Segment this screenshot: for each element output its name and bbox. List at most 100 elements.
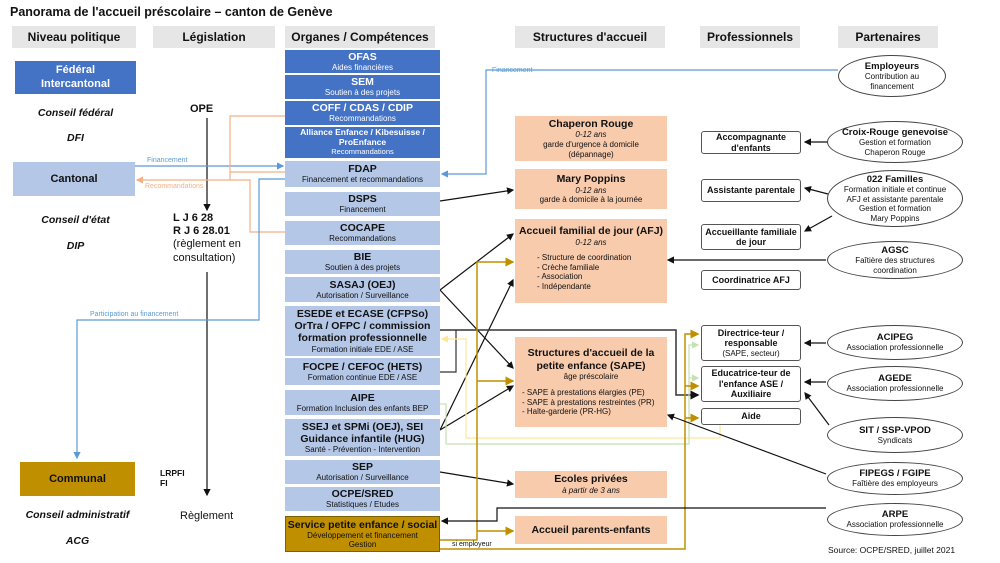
structure-sape: Structures d'accueil de la petite enfanc…	[515, 337, 667, 427]
partner-name: AGSC	[881, 244, 909, 256]
partner-name: ARPE	[881, 509, 909, 520]
structure-desc: garde à domicile à la journée	[539, 195, 643, 205]
federal-body-1: Conseil fédéral	[37, 107, 114, 119]
partner-022-familles: 022 Familles Formation initiale et conti…	[827, 170, 963, 227]
column-header-niveau: Niveau politique	[12, 26, 136, 48]
professional-name: Directrice-teur / responsable	[717, 328, 785, 349]
partner-arpe: ARPE Association professionnelle	[827, 503, 963, 536]
partner-desc: Contribution au	[864, 72, 920, 82]
structure-chaperon-rouge: Chaperon Rouge 0-12 ans garde d'urgence …	[515, 116, 667, 161]
organ-desc: Santé - Prévention - Intervention	[304, 444, 421, 454]
law-fi: FI	[160, 478, 168, 489]
structure-age: 0-12 ans	[575, 185, 607, 195]
law-lj: L J 6 28	[173, 212, 214, 224]
structure-sape-list: - SAPE à prestations élargies (PE) - SAP…	[515, 388, 667, 417]
label-financement-employeurs: Financement	[492, 67, 533, 74]
partner-desc: Mary Poppins	[870, 213, 920, 223]
level-federal-label: Fédéral Intercantonal	[40, 64, 111, 90]
law-rj: R J 6 28.01	[173, 225, 230, 238]
structure-name: Accueil familial de jour (AFJ)	[518, 225, 664, 237]
professional-aide: Aide	[701, 408, 801, 425]
list-item: - SAPE à prestations élargies (PE)	[522, 388, 645, 397]
organ-desc: Financement et recommandations	[302, 175, 423, 185]
structure-name: Mary Poppins	[556, 173, 626, 186]
legislation-reglement: Règlement	[180, 510, 234, 522]
organ-desc: Autorisation / Surveillance	[316, 290, 409, 300]
structure-desc: garde d'urgence à domicile	[543, 140, 639, 149]
partner-employeurs: Employeurs Contribution au financement	[838, 55, 946, 97]
partner-name: SIT / SSP-VPOD	[859, 424, 931, 436]
partner-desc: Faîtière des employeurs	[852, 479, 938, 489]
partner-desc: Chaperon Rouge	[864, 147, 926, 157]
structure-age: 0-12 ans	[575, 237, 607, 247]
structure-ecoles-privees: Ecoles privées à partir de 3 ans	[515, 471, 667, 498]
federal-body-2: DFI	[67, 132, 84, 144]
structure-age: 0-12 ans	[575, 130, 607, 140]
structure-afj: Accueil familial de jour (AFJ) 0-12 ans …	[515, 219, 667, 303]
structure-age: âge préscolaire	[563, 372, 619, 382]
list-item: - Crèche familiale	[537, 262, 600, 272]
legislation-cantonal: L J 6 28 R J 6 28.01 (règlement en consu…	[173, 212, 241, 265]
organ-desc-2: Gestion	[348, 540, 377, 550]
professional-educatrice: Educatrice-teur de l'enfance ASE / Auxil…	[701, 366, 801, 402]
list-item: - Indépendante	[537, 281, 591, 291]
organ-desc: Formation initiale EDE / ASE	[311, 344, 414, 354]
partner-agsc: AGSC Faîtière des structures coordinatio…	[827, 241, 963, 279]
legislation-communal: LRPFI FI	[160, 468, 185, 488]
organ-desc: Recommandations	[329, 114, 396, 124]
professional-coordinatrice: Coordinatrice AFJ	[701, 270, 801, 290]
organ-name: SASAJ (OEJ)	[329, 278, 396, 291]
organ-desc: Développement et financement	[307, 530, 418, 540]
communal-body-2: ACG	[65, 535, 90, 547]
organ-name: SSEJ et SPMi (OEJ), SEI Guidance infanti…	[300, 420, 425, 445]
partner-desc: coordination	[873, 265, 917, 275]
organ-focpe: FOCPE / CEFOC (HETS)Formation continue E…	[285, 358, 440, 385]
partner-acipeg: ACIPEG Association professionnelle	[827, 325, 963, 360]
professional-directrice: Directrice-teur / responsable (SAPE, sec…	[701, 325, 801, 361]
column-header-structures: Structures d'accueil	[515, 26, 665, 48]
partner-desc: AFJ et assistante parentale	[846, 194, 944, 204]
structure-desc: (dépannage)	[568, 149, 614, 159]
organ-name: Service petite enfance / social	[287, 518, 438, 531]
partner-name: Croix-Rouge genevoise	[841, 126, 949, 138]
list-item: - Halte-garderie (PR-HG)	[522, 407, 611, 417]
partner-desc: Faîtière des structures	[855, 256, 935, 266]
organ-name: OFAS	[348, 50, 377, 63]
partner-desc: Formation initiale et continue	[843, 185, 947, 194]
label-si-employeur: si employeur	[452, 541, 492, 548]
organ-ssej: SSEJ et SPMi (OEJ), SEI Guidance infanti…	[285, 419, 440, 456]
professional-sub: (SAPE, secteur)	[722, 348, 780, 358]
label-participation: Participation au financement	[90, 311, 179, 318]
organ-name: BIE	[353, 251, 372, 264]
organ-esede: ESEDE et ECASE (CFPSo) OrTra / OFPC / co…	[285, 306, 440, 356]
organ-name: AIPE	[350, 391, 375, 404]
source-note: Source: OCPE/SRED, juillet 2021	[828, 545, 956, 555]
organ-desc: Soutien à des projets	[324, 88, 401, 98]
law-note-1: (règlement en	[173, 238, 241, 251]
organ-desc: Recommandations	[331, 146, 394, 156]
list-item: - Association	[537, 272, 583, 282]
partner-desc: Association professionnelle	[846, 343, 944, 353]
partner-name: 022 Familles	[866, 173, 924, 185]
column-header-organes: Organes / Compétences	[285, 26, 435, 48]
organ-name: SEM	[351, 76, 374, 89]
level-cantonal: Cantonal	[13, 162, 135, 196]
legislation-ope: OPE	[190, 103, 214, 115]
organ-desc: Aides financières	[332, 62, 393, 72]
partner-desc: Gestion et formation	[858, 138, 932, 148]
organ-desc: Formation Inclusion des enfants BEP	[296, 403, 429, 413]
partner-desc: Association professionnelle	[846, 384, 944, 394]
organ-name: FDAP	[348, 163, 377, 176]
structure-name: Ecoles privées	[554, 473, 628, 486]
column-header-professionnels: Professionnels	[700, 26, 800, 48]
partner-desc: Gestion et formation	[858, 204, 932, 214]
diagram-title: Panorama de l'accueil préscolaire – cant…	[10, 5, 333, 19]
organ-name: Alliance Enfance / Kibesuisse / ProEnfan…	[300, 127, 425, 148]
